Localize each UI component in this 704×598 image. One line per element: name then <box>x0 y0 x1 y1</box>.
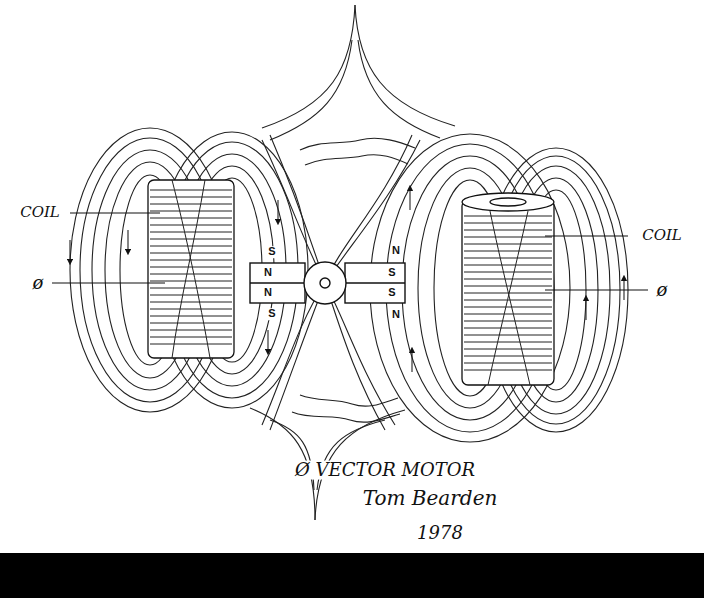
pole-letter: S <box>387 267 396 279</box>
pole-letter: N <box>263 287 273 299</box>
signature: Tom Bearden <box>361 488 500 509</box>
pole-letter: S <box>267 308 276 320</box>
caption: Ø VECTOR MOTOR <box>293 461 477 480</box>
date: 1978 <box>415 524 465 543</box>
phi-label: ø <box>655 281 670 300</box>
pole-letter: S <box>267 246 276 258</box>
phi-label: ø <box>31 274 46 293</box>
coil-label: COIL <box>18 205 62 221</box>
pole-letter: N <box>391 309 401 321</box>
coil-label: COIL <box>640 228 684 244</box>
pole-letter: S <box>387 287 396 299</box>
pole-letter: N <box>263 267 273 279</box>
pole-letter: N <box>391 245 401 257</box>
